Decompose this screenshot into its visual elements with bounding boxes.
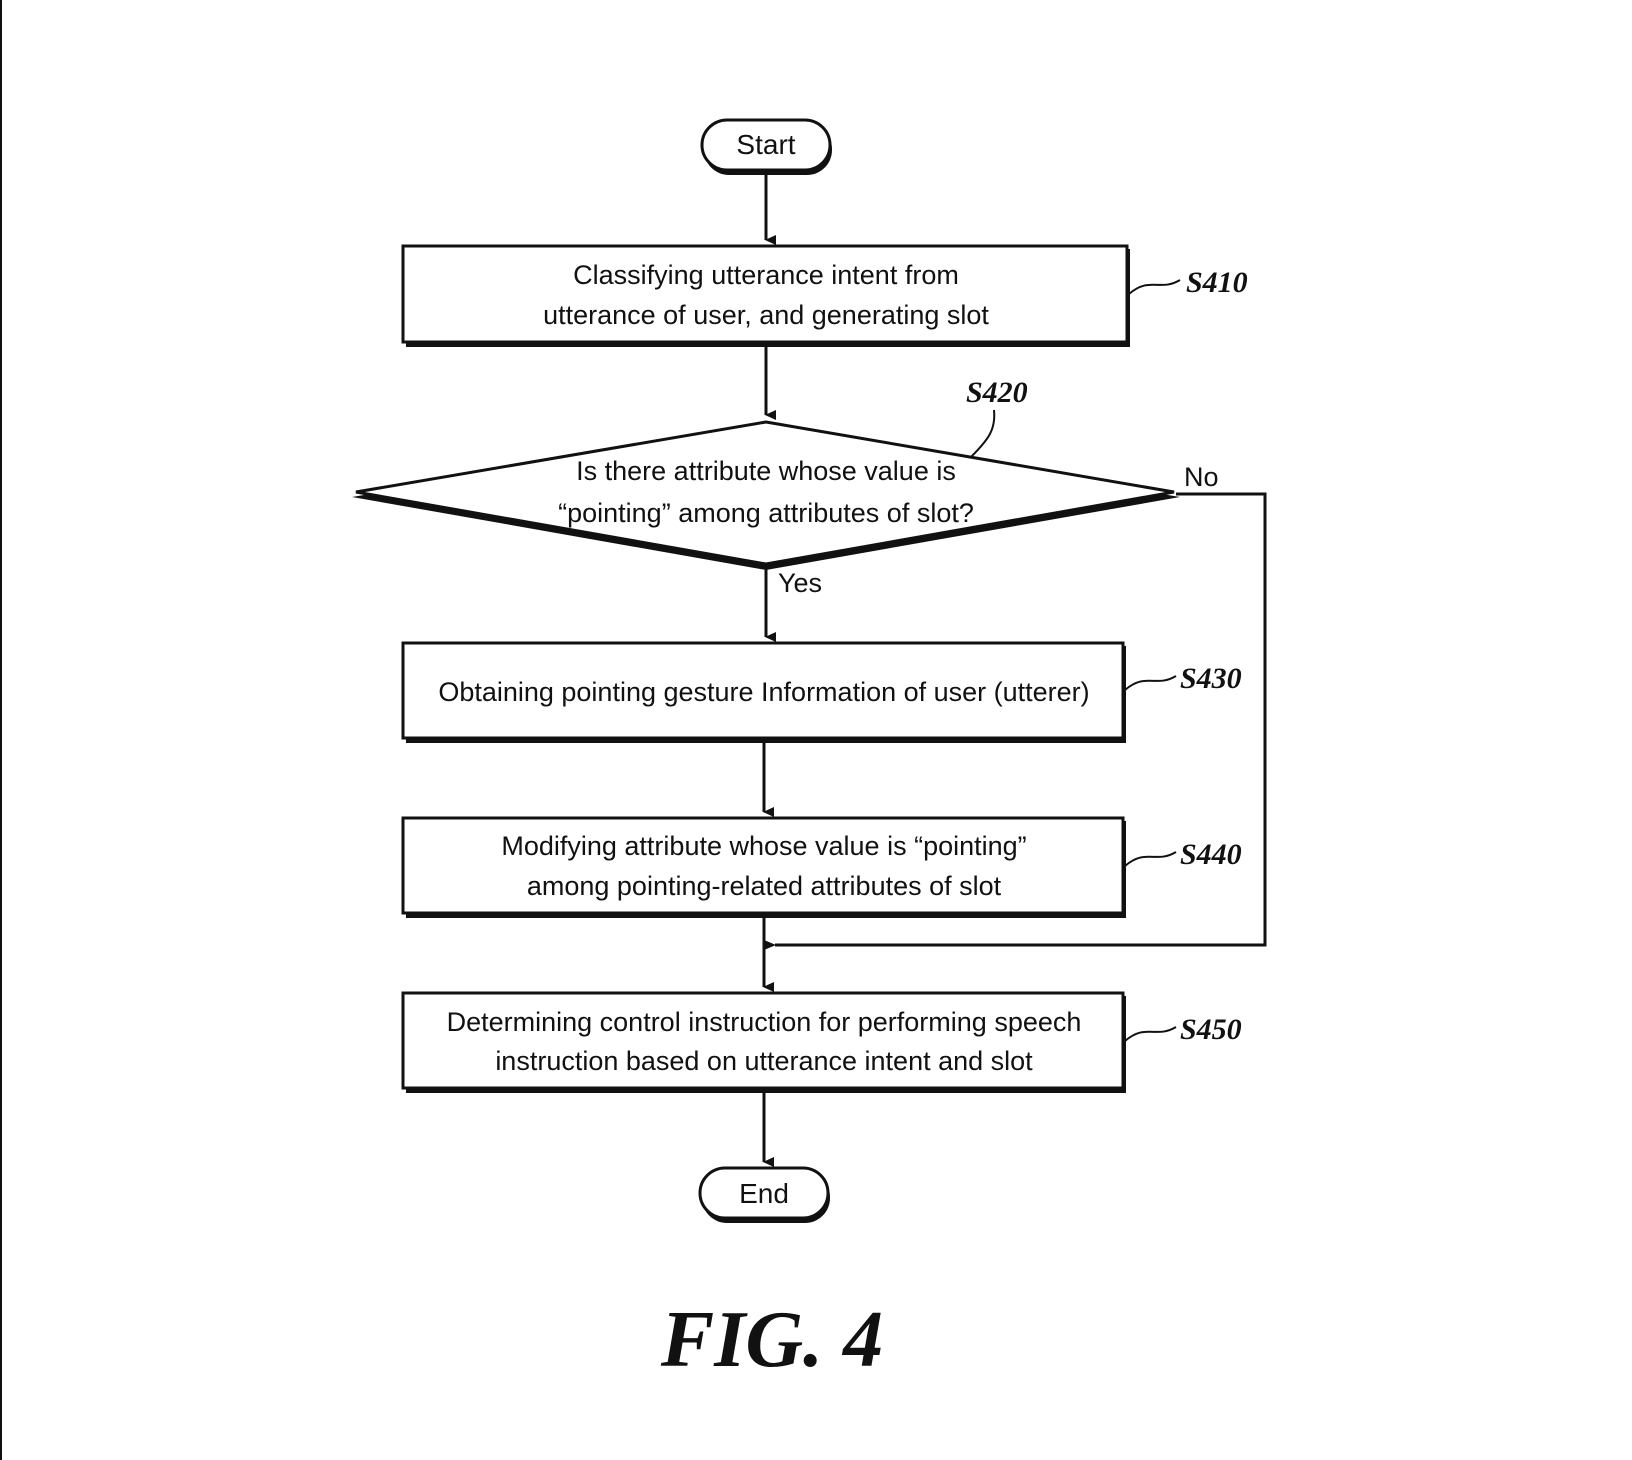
s410-text-line-1: Classifying utterance intent from xyxy=(573,260,959,290)
page-left-border xyxy=(0,0,2,1460)
s440-text-line-2: among pointing-related attributes of slo… xyxy=(527,871,1002,901)
figure-label: FIG. 4 xyxy=(660,1296,883,1384)
s430-leader xyxy=(1124,675,1177,691)
s440-text-line-1: Modifying attribute whose value is “poin… xyxy=(501,831,1026,861)
end-label: End xyxy=(739,1178,789,1209)
start-label: Start xyxy=(736,129,795,160)
s450-step-label: S450 xyxy=(1180,1013,1242,1046)
s450-text-line-2: instruction based on utterance intent an… xyxy=(495,1046,1033,1076)
s420-step-label: S420 xyxy=(966,376,1028,409)
s440-step-label: S440 xyxy=(1180,838,1242,871)
process-s410: Classifying utterance intent from uttera… xyxy=(401,244,1130,347)
s420-text-line-2: “pointing” among attributes of slot? xyxy=(558,498,974,528)
decision-s420: Is there attribute whose value is “point… xyxy=(352,420,1180,570)
process-s430: Obtaining pointing gesture Information o… xyxy=(401,641,1126,743)
s430-step-label: S430 xyxy=(1180,662,1242,695)
s420-text-line-1: Is there attribute whose value is xyxy=(576,456,956,486)
s450-text-line-1: Determining control instruction for perf… xyxy=(447,1007,1082,1037)
s420-no-label: No xyxy=(1184,462,1219,492)
process-s440: Modifying attribute whose value is “poin… xyxy=(401,816,1126,918)
s410-leader xyxy=(1128,279,1181,295)
s440-leader xyxy=(1124,851,1177,867)
s410-step-label: S410 xyxy=(1186,266,1248,299)
s420-leader xyxy=(969,409,996,459)
s430-text-line-1: Obtaining pointing gesture Information o… xyxy=(438,677,1089,707)
connector-s420-no-to-s450 xyxy=(764,492,1267,950)
s410-text-line-2: utterance of user, and generating slot xyxy=(543,300,989,330)
end-terminal: End xyxy=(698,1166,830,1223)
s420-yes-label: Yes xyxy=(778,568,822,598)
process-s450: Determining control instruction for perf… xyxy=(401,991,1126,1093)
start-terminal: Start xyxy=(700,118,832,175)
s450-leader xyxy=(1124,1026,1177,1042)
